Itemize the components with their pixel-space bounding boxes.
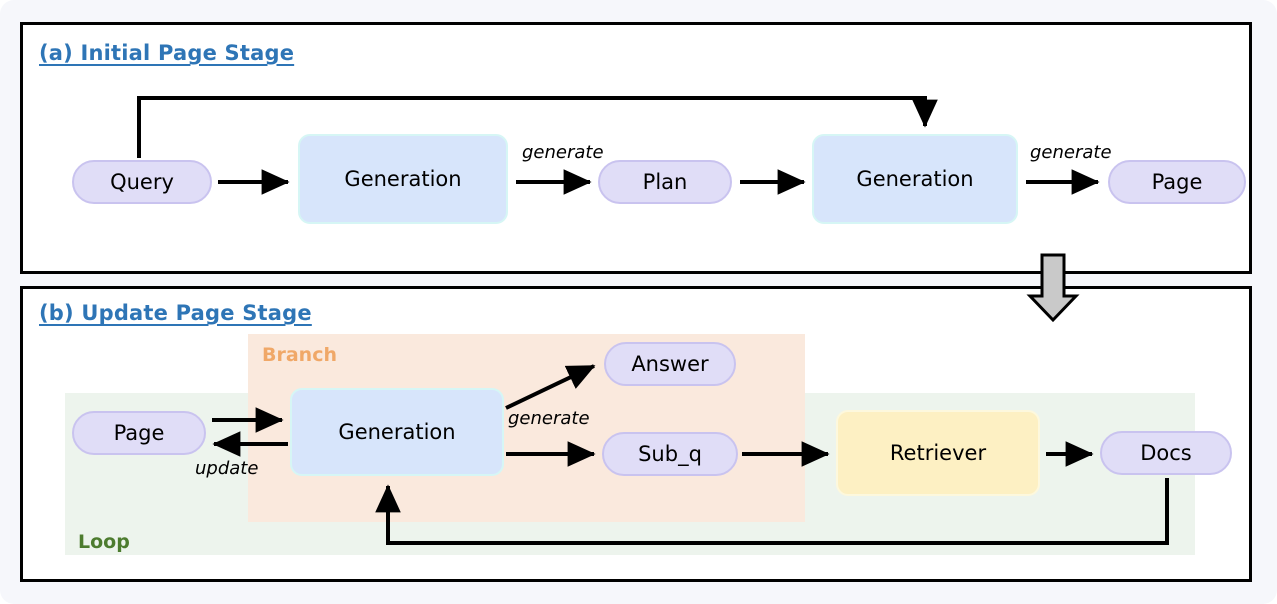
edge-label-generate: generate: [508, 408, 590, 429]
node-generation-update[interactable]: Generation: [290, 388, 504, 476]
node-plan[interactable]: Plan: [598, 160, 732, 204]
node-sub-q[interactable]: Sub_q: [602, 432, 738, 476]
node-page-output[interactable]: Page: [1108, 160, 1246, 204]
region-label-loop: Loop: [78, 531, 130, 553]
edge-label-update: update: [195, 458, 259, 479]
node-generation-1[interactable]: Generation: [298, 134, 508, 224]
node-docs[interactable]: Docs: [1100, 431, 1232, 475]
node-answer[interactable]: Answer: [604, 342, 736, 386]
edge-label-generate-1: generate: [522, 142, 604, 163]
node-retriever[interactable]: Retriever: [836, 410, 1040, 496]
panel-a-title: (a) Initial Page Stage: [39, 41, 295, 65]
node-generation-2[interactable]: Generation: [812, 134, 1018, 224]
panel-b-title: (b) Update Page Stage: [39, 301, 312, 325]
region-label-branch: Branch: [262, 344, 337, 366]
node-page[interactable]: Page: [72, 411, 206, 455]
node-query[interactable]: Query: [72, 160, 212, 204]
edge-label-generate-2: generate: [1030, 142, 1112, 163]
